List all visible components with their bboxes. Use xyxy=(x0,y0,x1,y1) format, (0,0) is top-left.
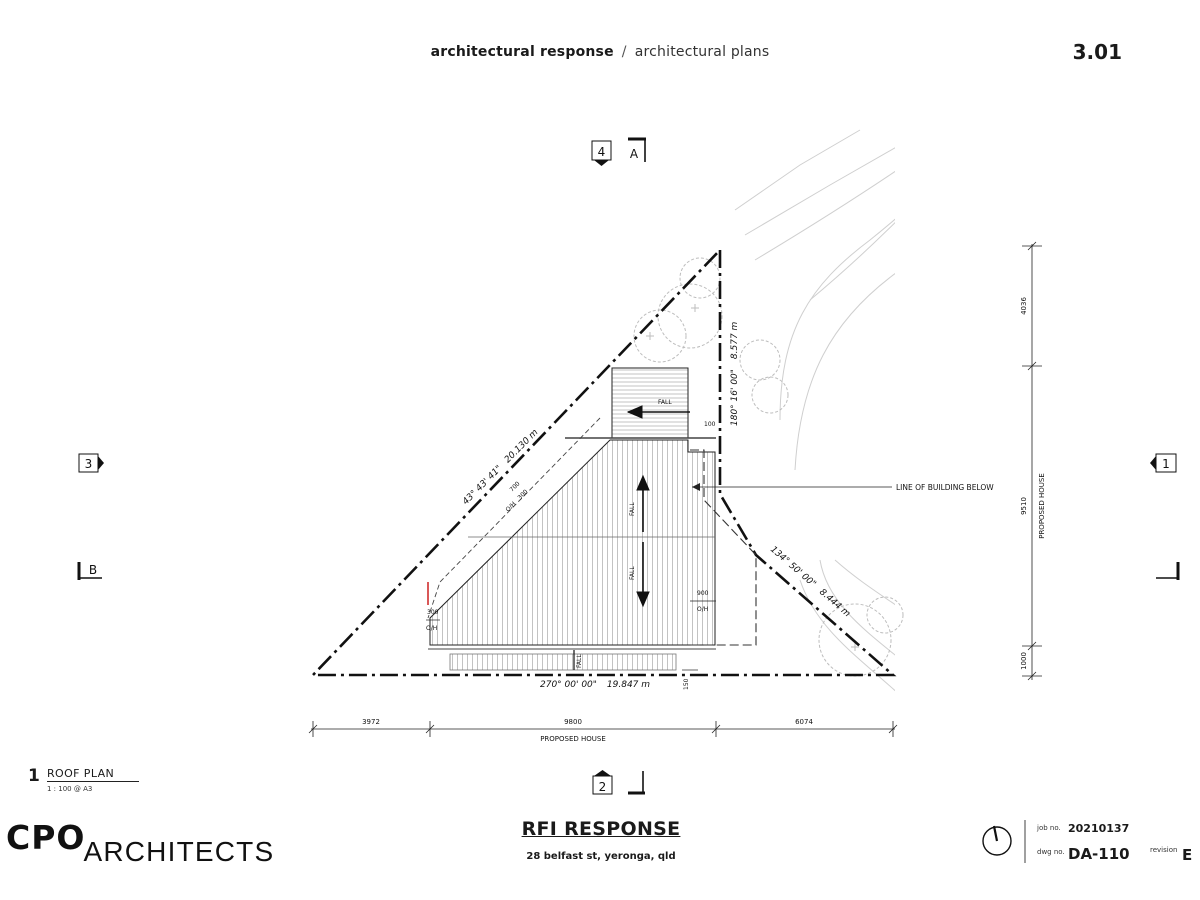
header-subsection: architectural plans xyxy=(634,44,770,60)
dim-right-3: 1000 xyxy=(1020,652,1028,670)
header-separator: / xyxy=(621,44,627,60)
upper-roof xyxy=(611,367,689,439)
street-linework xyxy=(734,129,895,692)
elevation-right-number: 1 xyxy=(1162,457,1170,471)
roof-plan-scale: 1 : 100 @ A3 xyxy=(47,785,93,793)
oh-label-west: O/H xyxy=(426,625,437,632)
elevation-left-number: 3 xyxy=(85,457,93,471)
dim-700: 700 xyxy=(508,480,521,493)
logo-architects: ARCHITECTS xyxy=(83,836,275,867)
east-bearing: 180° 16' 00" xyxy=(730,369,740,426)
fall-label-3: FALL xyxy=(576,654,583,668)
section-marker-left: B xyxy=(77,562,102,580)
main-roof xyxy=(429,439,716,646)
overhang-nw xyxy=(427,417,601,619)
elevation-marker-bottom: 2 xyxy=(592,770,613,795)
section-left-letter: B xyxy=(89,563,97,577)
bearing-east: 180° 16' 00" 8.577 m xyxy=(730,321,740,426)
proposed-house-label-right: PROPOSED HOUSE xyxy=(1038,473,1046,539)
dim-bottom-1: 3972 xyxy=(362,718,380,726)
elevation-marker-right: 1 xyxy=(1150,453,1177,473)
proposed-house-label-bottom: PROPOSED HOUSE xyxy=(540,735,606,743)
deck-strip xyxy=(449,653,677,671)
north-point-icon xyxy=(982,825,1012,856)
south-length: 19.847 m xyxy=(607,680,650,690)
drawing-number: DA-110 xyxy=(1068,845,1130,863)
revision-label: revision xyxy=(1150,846,1178,854)
project-address: 28 belfast st, yeronga, qld xyxy=(526,851,676,862)
dim-right-1: 4036 xyxy=(1020,297,1028,315)
bearing-south: 270° 00' 00" 19.847 m xyxy=(540,680,650,690)
project-title: RFI RESPONSE xyxy=(521,818,681,840)
section-top-letter: A xyxy=(630,147,639,161)
nw-length: 20.130 m xyxy=(503,428,541,466)
revision: E xyxy=(1182,846,1193,864)
fall-arrows xyxy=(573,405,690,670)
header-section: architectural response xyxy=(430,44,614,60)
sheet-number: 3.01 xyxy=(1072,40,1122,64)
roof-plan-title: ROOF PLAN xyxy=(47,767,139,782)
section-marker-right xyxy=(1156,562,1180,580)
elevation-bottom-number: 2 xyxy=(599,780,607,794)
section-marker-top: A xyxy=(628,137,646,162)
dim-bottom-3: 6074 xyxy=(795,718,813,726)
dim-100: 100 xyxy=(704,421,716,428)
elevation-top-number: 4 xyxy=(598,145,606,159)
page-header: architectural response / architectural pla… xyxy=(0,44,1200,60)
oh-label-nw: O/H xyxy=(504,500,517,513)
bearing-nw: 43° 43' 41"20.130 m xyxy=(461,428,541,508)
right-dimension-string xyxy=(1022,241,1042,681)
drawing-number-label: dwg no. xyxy=(1037,848,1065,856)
east-length: 8.577 m xyxy=(730,321,740,359)
fall-label-upper: FALL xyxy=(658,399,672,406)
cpo-architects-logo: CPOARCHITECTS xyxy=(6,818,274,867)
fall-label-2: FALL xyxy=(629,566,636,580)
dim-300-west: 300 xyxy=(427,609,439,616)
bottom-dimension-string xyxy=(308,721,898,737)
site-boundary xyxy=(309,246,897,677)
job-number-label: job no. xyxy=(1037,824,1061,832)
dim-900: 900 xyxy=(697,590,709,597)
bearing-se: 134° 50' 00"8.444 m xyxy=(768,545,852,620)
elevation-marker-left: 3 xyxy=(78,453,104,473)
job-number: 20210137 xyxy=(1068,822,1130,835)
dim-bottom-2: 9800 xyxy=(564,718,582,726)
oh-label-east: O/H xyxy=(697,606,708,613)
dim-right-2: 9510 xyxy=(1020,497,1028,515)
south-bearing: 270° 00' 00" xyxy=(540,680,597,690)
logo-cpo: CPO xyxy=(6,818,86,857)
line-of-building-below-label: LINE OF BUILDING BELOW xyxy=(896,483,994,492)
tree-centres xyxy=(646,304,859,651)
line-of-building-below xyxy=(690,449,757,646)
dim-150: 150 xyxy=(683,678,690,690)
elevation-marker-top: 4 xyxy=(591,140,612,166)
section-marker-bottom xyxy=(628,771,645,795)
dim-300-nw: 300 xyxy=(516,488,529,501)
roof-plan-number: 1 xyxy=(28,766,40,786)
se-bearing: 134° 50' 00" xyxy=(768,545,818,590)
nw-bearing: 43° 43' 41" xyxy=(461,464,504,507)
fall-label-1: FALL xyxy=(629,502,636,516)
